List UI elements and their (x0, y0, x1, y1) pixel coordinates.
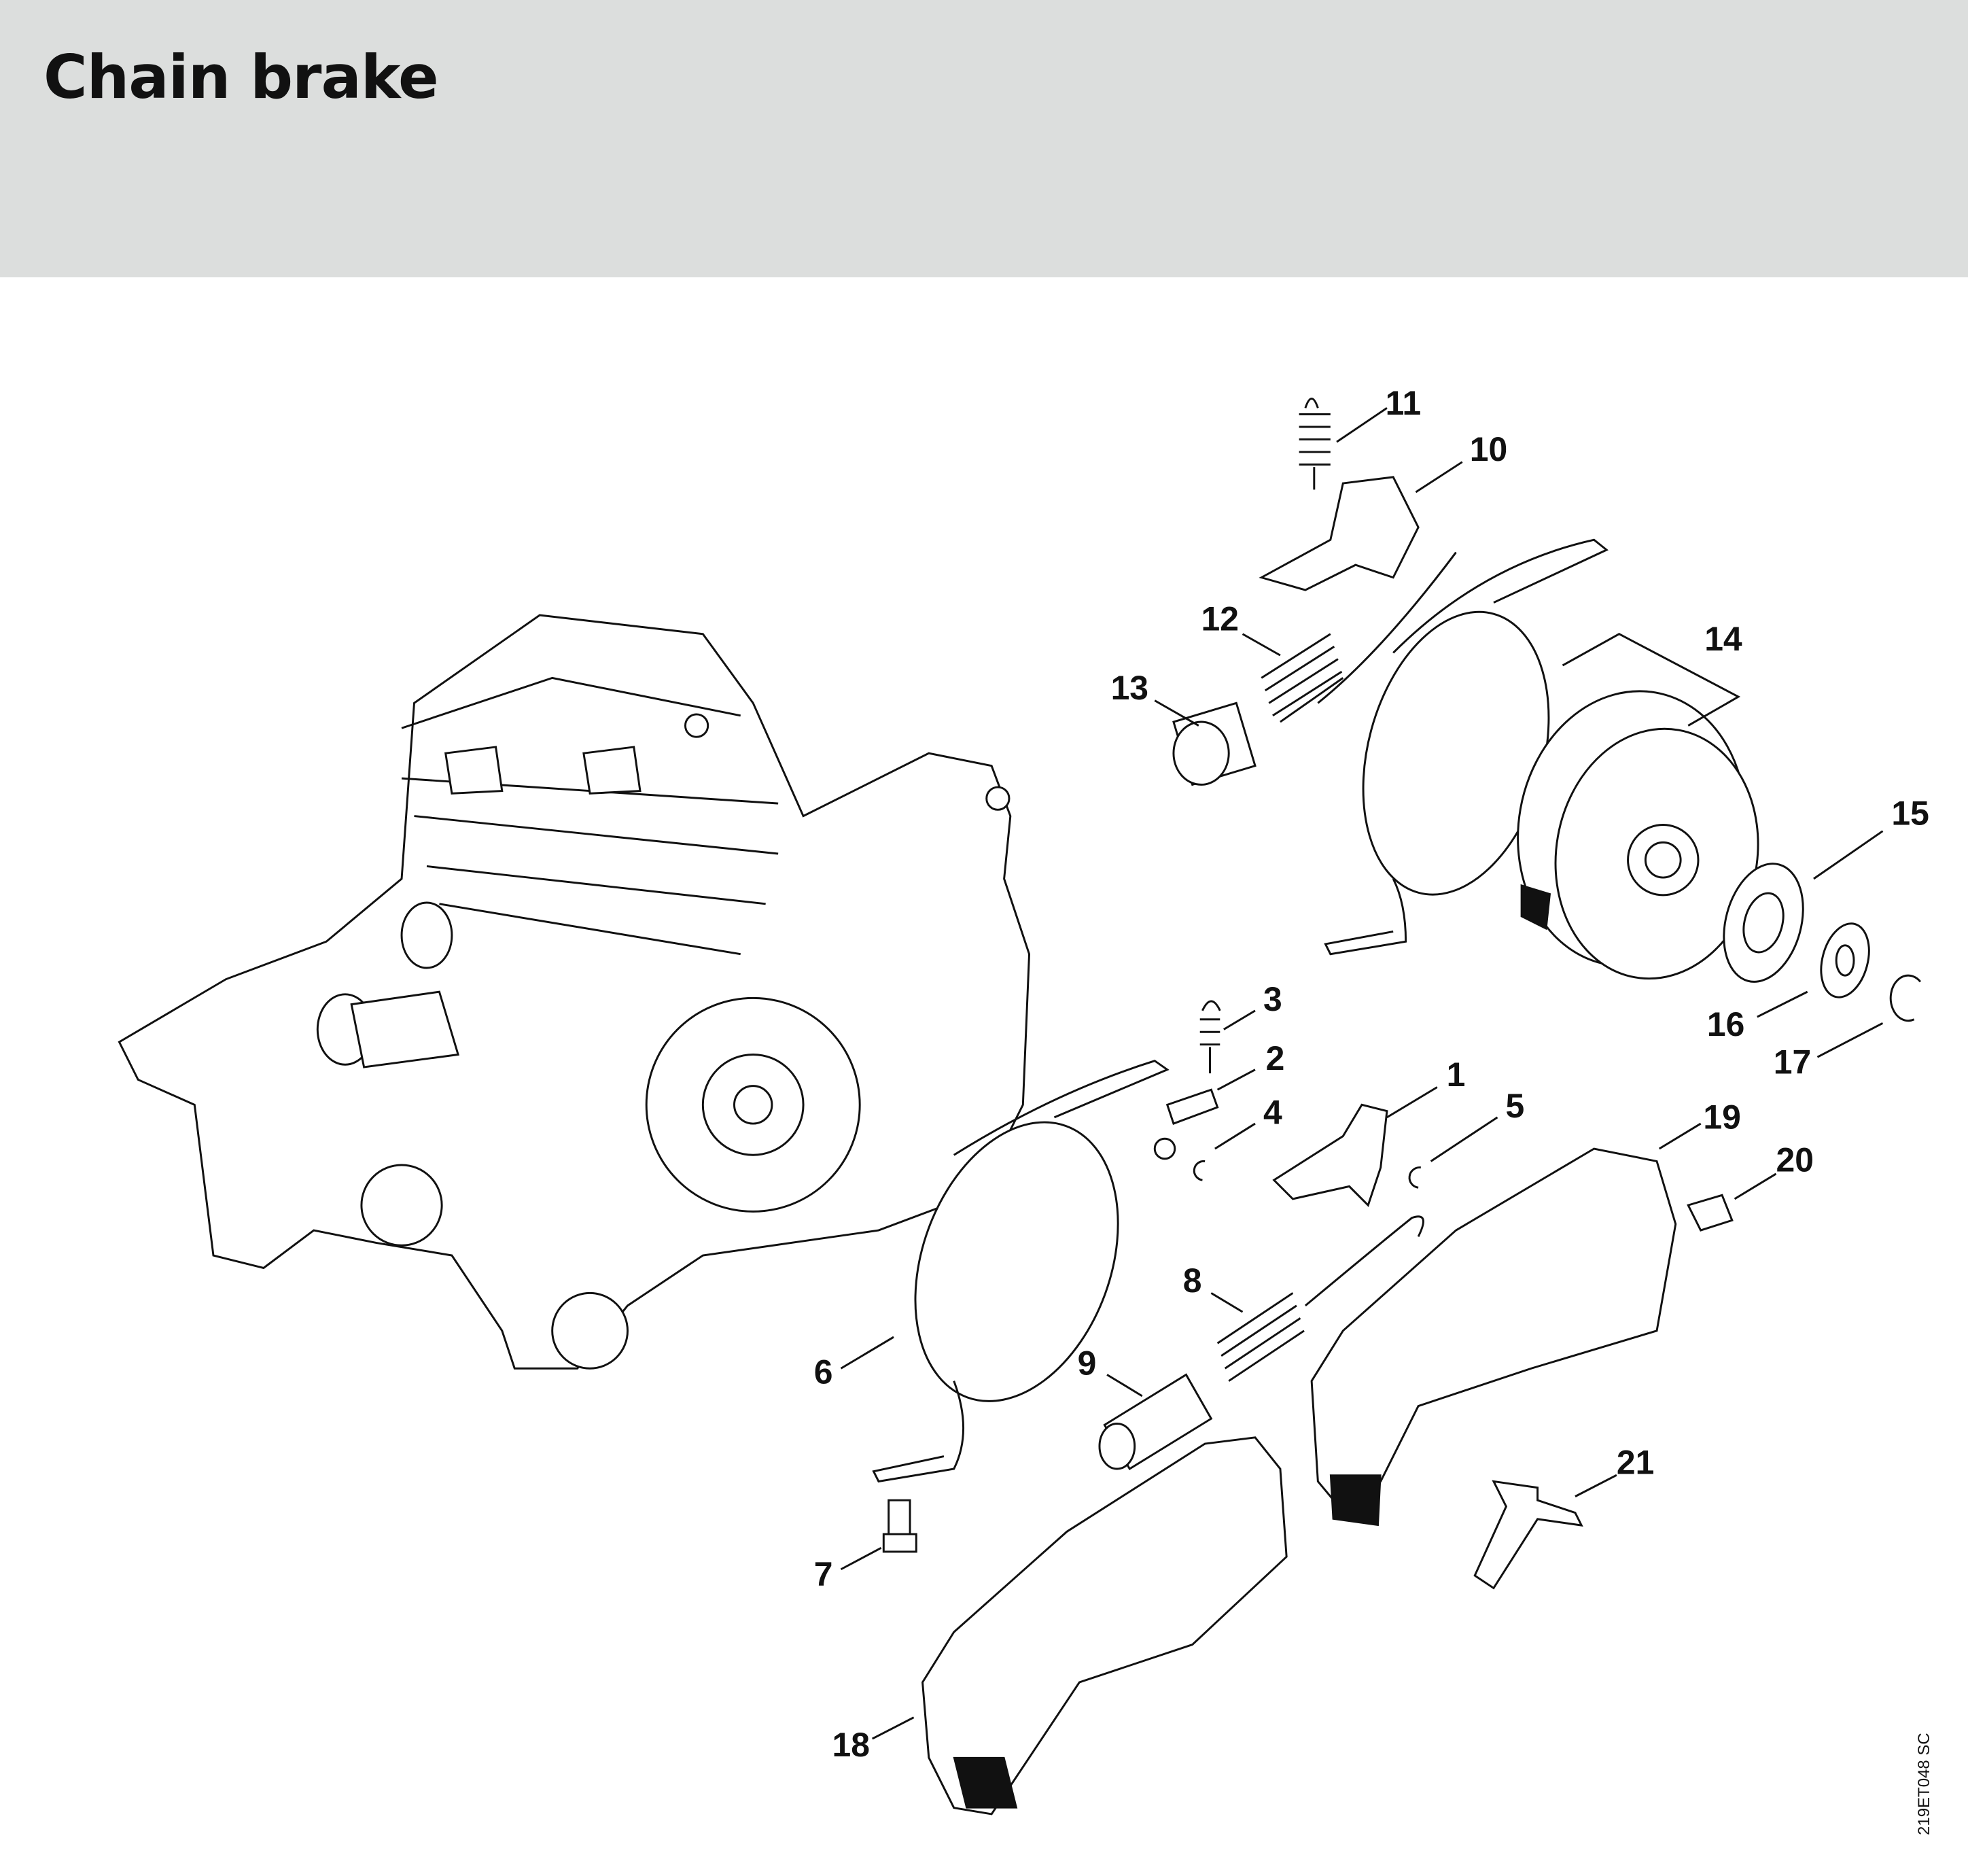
part-label-21[interactable]: 21 (1617, 1444, 1654, 1482)
leader-lines (840, 407, 1884, 1740)
brake-levers-drawing (1259, 476, 1420, 1207)
part-label-5[interactable]: 5 (1505, 1087, 1524, 1125)
part-label-11[interactable]: 11 (1386, 384, 1422, 422)
part-label-10[interactable]: 10 (1470, 430, 1507, 468)
part-label-13[interactable]: 13 (1111, 669, 1148, 707)
sprocket-covers-drawing (921, 1147, 1677, 1816)
part-label-2[interactable]: 2 (1266, 1039, 1285, 1077)
part-label-1[interactable]: 1 (1447, 1056, 1466, 1094)
page-header: Chain brake (0, 0, 1968, 277)
part-label-9[interactable]: 9 (1078, 1344, 1097, 1383)
lower-brake-band-drawing (872, 1060, 1734, 1553)
part-label-7[interactable]: 7 (814, 1555, 833, 1593)
part-label-12[interactable]: 12 (1201, 600, 1239, 638)
part-label-8[interactable]: 8 (1183, 1262, 1202, 1300)
brake-band-drawing (1317, 538, 1609, 956)
clutch-drum-drawing (1517, 690, 1759, 980)
part-label-18[interactable]: 18 (832, 1726, 870, 1764)
engine-housing-drawing (118, 614, 1031, 1370)
page-title: Chain brake (43, 42, 439, 112)
drawing-code: 219ET048 SC (1915, 1733, 1933, 1835)
part-label-15[interactable]: 15 (1891, 795, 1929, 833)
part-label-3[interactable]: 3 (1263, 980, 1282, 1018)
sprocket-washer-clip-drawing (1723, 863, 1922, 1022)
part-label-17[interactable]: 17 (1774, 1043, 1811, 1081)
part-label-19[interactable]: 19 (1703, 1098, 1740, 1136)
part-label-20[interactable]: 20 (1776, 1141, 1813, 1179)
part-label-16[interactable]: 16 (1707, 1005, 1744, 1043)
part-label-6[interactable]: 6 (814, 1353, 833, 1391)
part-label-14[interactable]: 14 (1704, 620, 1742, 658)
part-label-4[interactable]: 4 (1263, 1093, 1282, 1131)
